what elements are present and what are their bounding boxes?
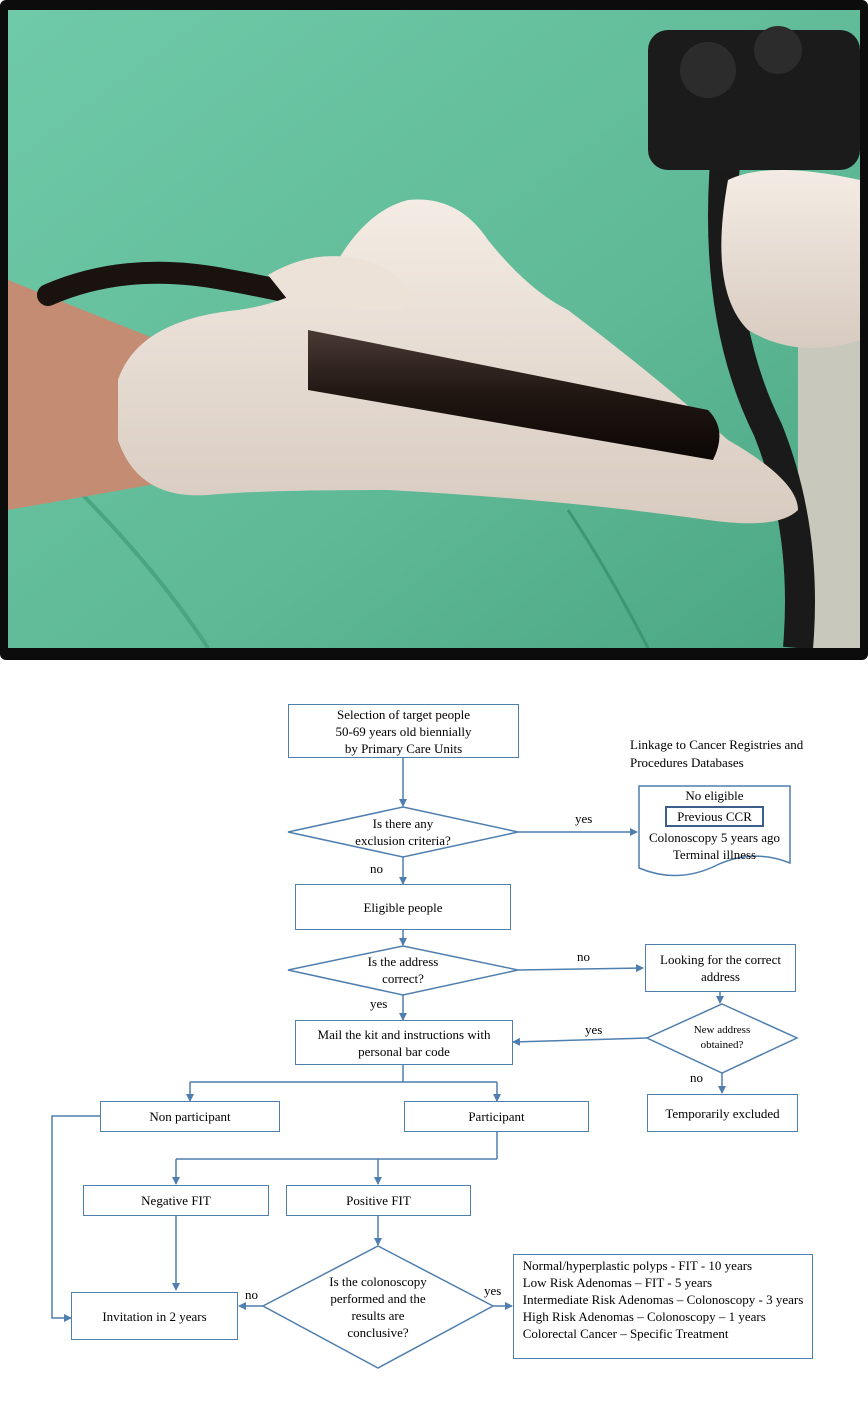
invitation-label: Invitation in 2 years — [102, 1308, 207, 1324]
eligible-box: Eligible people — [295, 884, 511, 930]
no-eligible-item-1: Colonoscopy 5 years ago — [648, 830, 781, 845]
temporarily-excluded-box: Temporarily excluded — [647, 1094, 798, 1132]
looking-line-2: address — [701, 969, 740, 984]
endoscope-photo — [8, 10, 860, 648]
address-line-2: correct? — [382, 971, 424, 986]
eligible-label: Eligible people — [363, 899, 443, 915]
endoscope-control-head — [648, 30, 860, 170]
label-no-exclusion: no — [370, 861, 383, 876]
mail-kit-line-1: Mail the kit and instructions with — [317, 1026, 491, 1042]
no-eligible-item-2: Terminal illness — [672, 847, 757, 862]
colonoscopy-line-2: performed and the — [330, 1291, 426, 1306]
photo-frame — [0, 0, 868, 660]
outcome-low-risk: Low Risk Adenomas – FIT - 5 years — [522, 1275, 713, 1290]
temporarily-excluded-label: Temporarily excluded — [665, 1105, 780, 1121]
new-address-line-2: obtained? — [700, 1039, 744, 1051]
new-address-question: New address obtained? — [672, 1021, 772, 1055]
colonoscopy-line-1: Is the colonoscopy — [329, 1274, 427, 1289]
selection-line-3: by Primary Care Units — [344, 740, 463, 756]
exclusion-question: Is there any exclusion criteria? — [318, 812, 488, 852]
label-no-colonoscopy: no — [245, 1287, 258, 1302]
mail-kit-line-2: personal bar code — [358, 1043, 450, 1059]
label-yes-address: yes — [370, 996, 388, 1011]
looking-address-box: Looking for the correct address — [645, 944, 796, 992]
screening-flowchart: Selection of target people 50-69 years o… — [0, 660, 868, 1405]
colonoscopy-question: Is the colonoscopy performed and the res… — [303, 1270, 453, 1344]
address-line-1: Is the address — [367, 954, 439, 969]
right-glove — [721, 170, 860, 348]
positive-fit-label: Positive FIT — [346, 1193, 411, 1208]
colonoscopy-line-4: conclusive? — [347, 1325, 409, 1340]
label-yes-new-address: yes — [585, 1022, 603, 1037]
selection-line-2: 50-69 years old biennially — [335, 723, 472, 739]
no-eligible-content: No eligible Previous CCR Colonoscopy 5 y… — [639, 788, 790, 862]
outcomes-box: Normal/hyperplastic polyps - FIT - 10 ye… — [513, 1254, 813, 1359]
address-question: Is the address correct? — [318, 952, 488, 988]
label-no-address: no — [577, 949, 590, 964]
outcome-high-risk: High Risk Adenomas – Colonoscopy – 1 yea… — [522, 1309, 766, 1324]
label-yes-exclusion: yes — [575, 811, 593, 826]
endoscope-tip — [308, 330, 720, 460]
no-eligible-document — [638, 785, 791, 877]
exclusion-line-2: exclusion criteria? — [355, 833, 451, 848]
invitation-box: Invitation in 2 years — [71, 1292, 238, 1340]
new-address-line-1: New address — [693, 1024, 751, 1036]
selection-line-1: Selection of target people — [337, 706, 470, 722]
previous-ccr-box: Previous CCR — [665, 806, 764, 827]
positive-fit-box: Positive FIT — [286, 1185, 471, 1216]
outcome-intermediate-risk: Intermediate Risk Adenomas – Colonoscopy… — [522, 1292, 804, 1307]
flowchart-connectors — [51, 758, 799, 1369]
exclusion-line-1: Is there any — [372, 816, 434, 831]
colonoscopy-diamond — [261, 1245, 495, 1369]
outcome-normal: Normal/hyperplastic polyps - FIT - 10 ye… — [522, 1258, 753, 1273]
negative-fit-label: Negative FIT — [141, 1193, 211, 1208]
participant-box: Participant — [404, 1101, 589, 1132]
linkage-text: Linkage to Cancer Registries and Procedu… — [630, 736, 860, 772]
linkage-line-2: Procedures Databases — [630, 755, 744, 770]
label-yes-colonoscopy: yes — [484, 1283, 502, 1298]
label-no-new-address: no — [690, 1070, 703, 1085]
selection-box: Selection of target people 50-69 years o… — [288, 704, 519, 758]
mail-kit-box: Mail the kit and instructions with perso… — [295, 1020, 513, 1065]
non-participant-box: Non participant — [100, 1101, 280, 1132]
linkage-line-1: Linkage to Cancer Registries and — [630, 737, 804, 752]
colonoscopy-line-3: results are — [351, 1308, 405, 1323]
participant-label: Participant — [468, 1109, 525, 1124]
no-eligible-title: No eligible — [685, 788, 744, 803]
looking-line-1: Looking for the correct — [660, 952, 781, 967]
non-participant-label: Non participant — [149, 1109, 231, 1124]
outcome-colorectal-cancer: Colorectal Cancer – Specific Treatment — [522, 1326, 729, 1341]
photo-illustration — [8, 10, 860, 648]
negative-fit-box: Negative FIT — [83, 1185, 269, 1216]
